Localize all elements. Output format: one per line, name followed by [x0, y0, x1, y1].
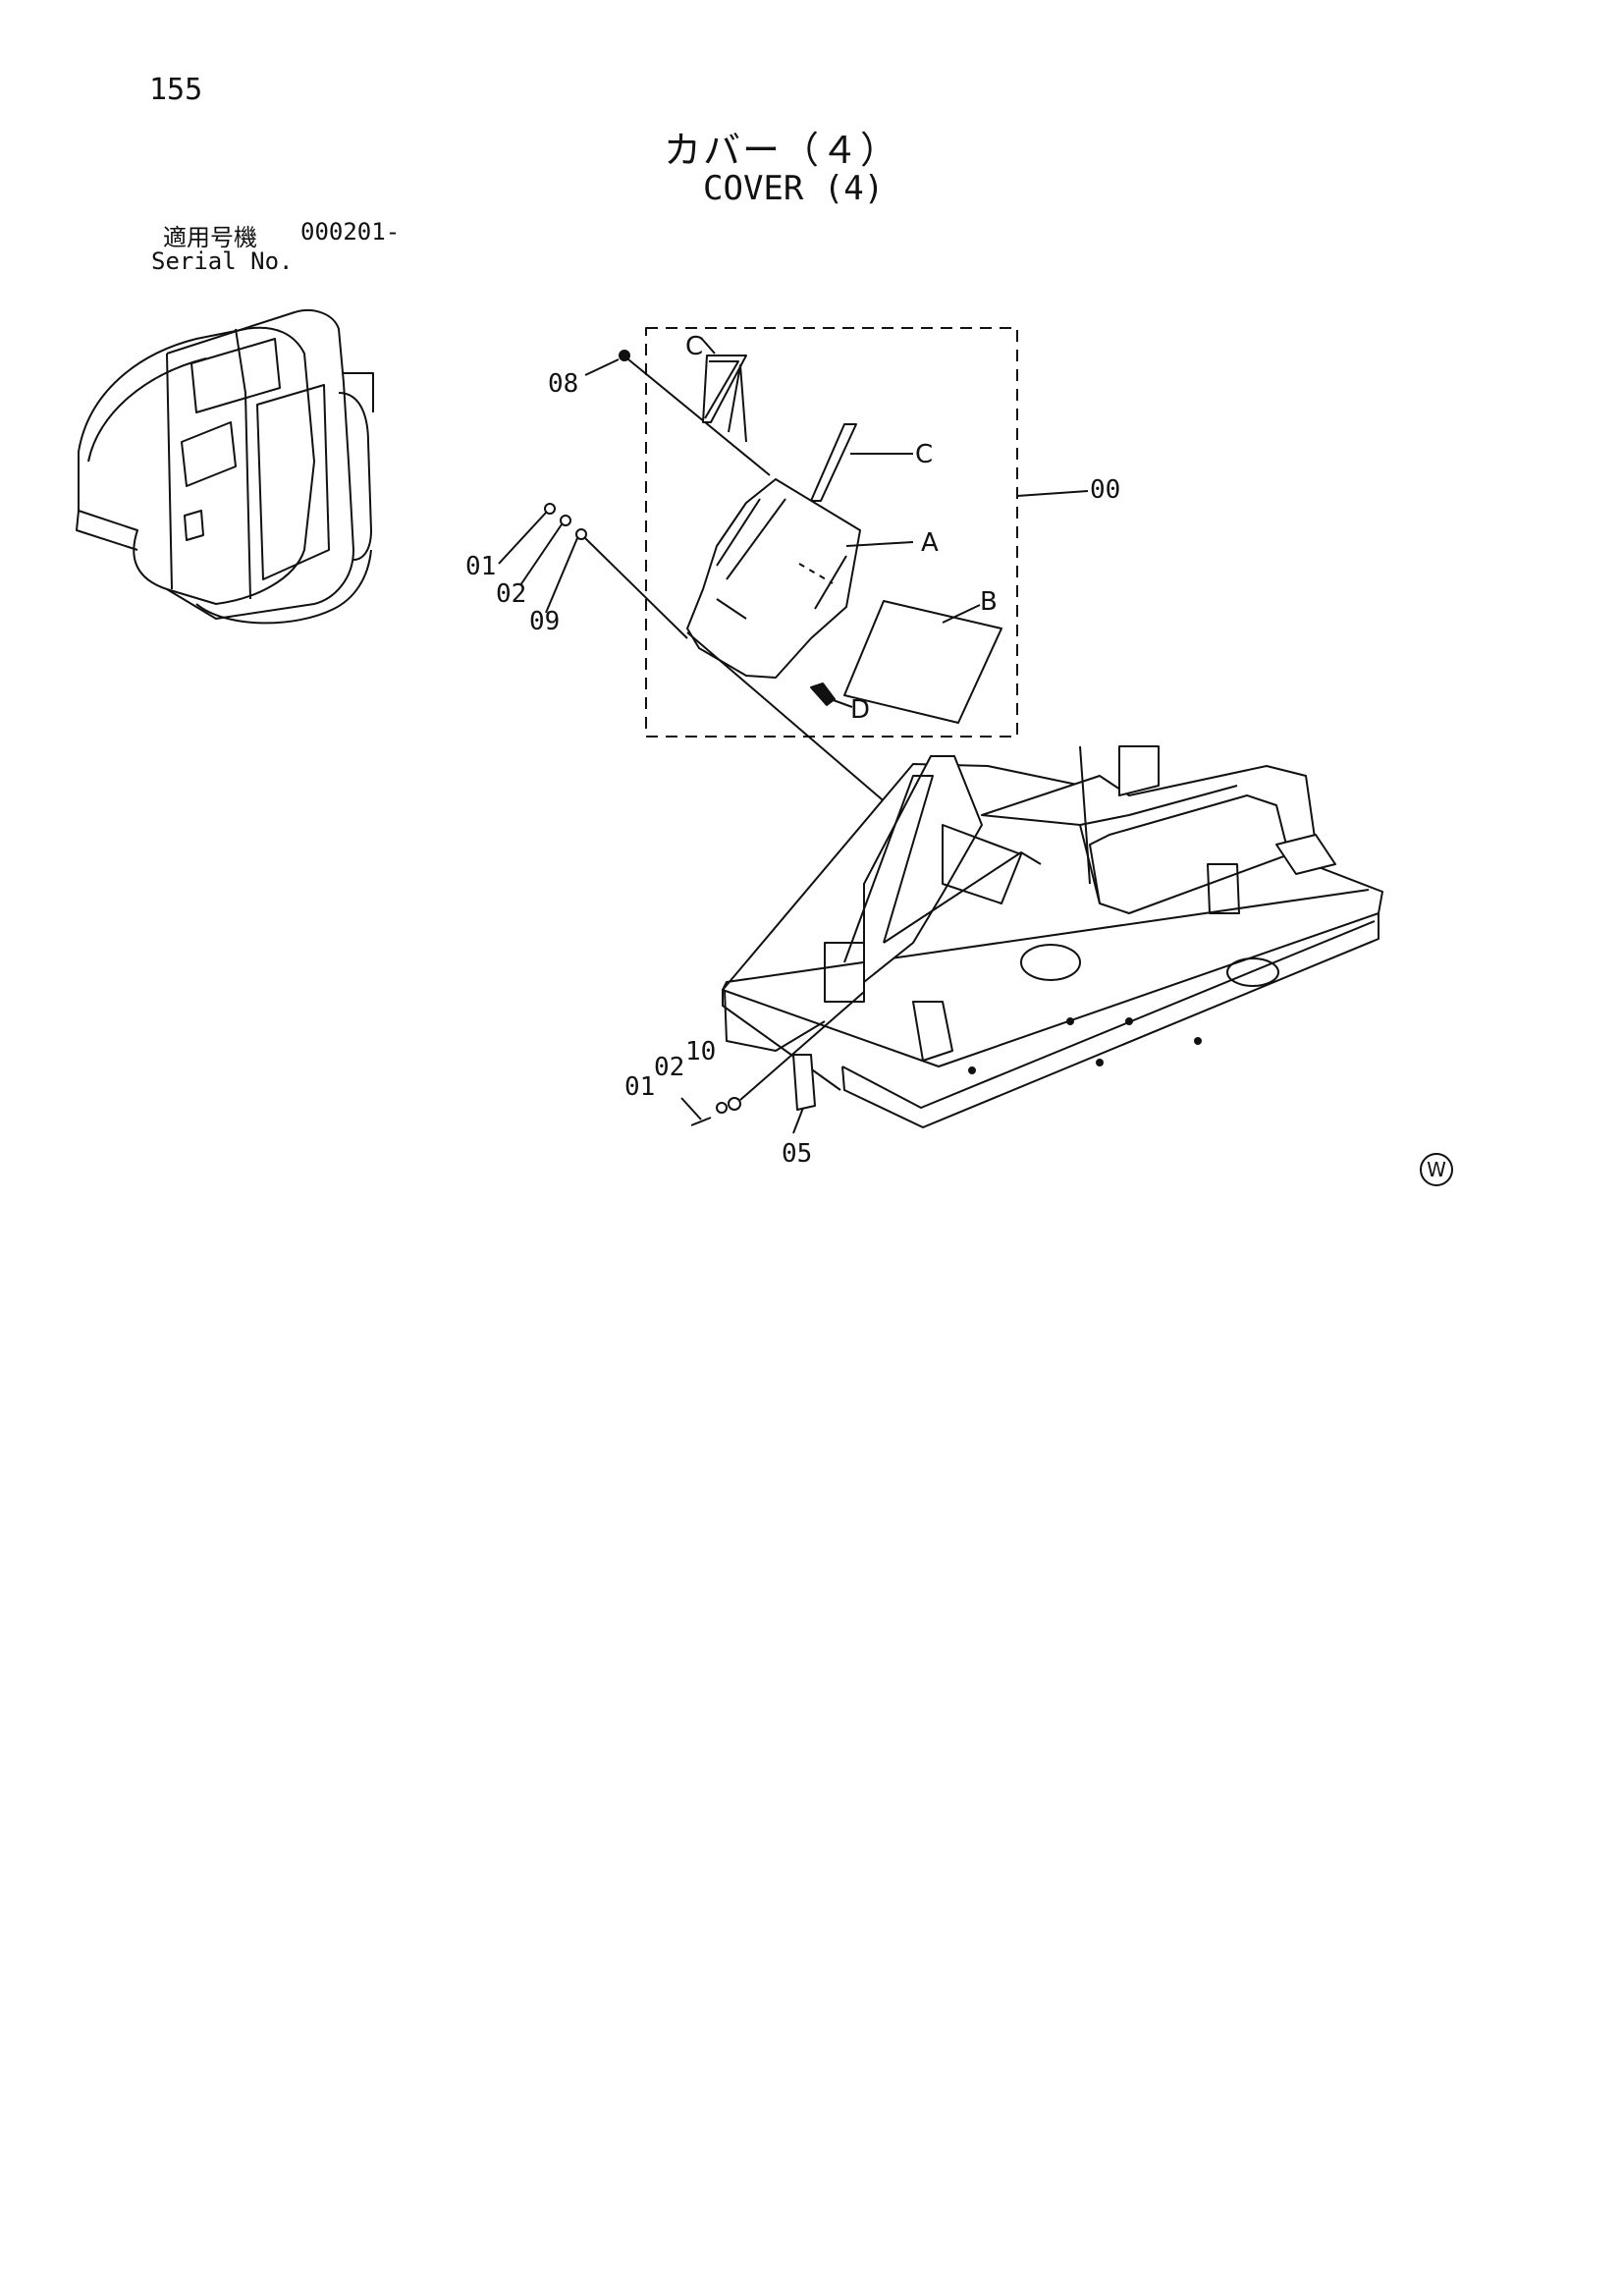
- serial-value: 000201-: [300, 218, 401, 246]
- fasteners-upper: [498, 503, 688, 639]
- page-number: 155: [149, 73, 203, 107]
- fasteners-lower: [680, 991, 865, 1126]
- callout-10: 10: [685, 1037, 717, 1066]
- title-english: COVER (4): [703, 169, 885, 208]
- serial-label-english: Serial No.: [151, 247, 294, 275]
- callout-00: 00: [1090, 475, 1121, 505]
- callout-08: 08: [548, 369, 579, 399]
- label-a: A: [921, 528, 939, 558]
- callout-09: 09: [529, 607, 561, 636]
- callout-02-lower: 02: [654, 1053, 685, 1082]
- title-japanese: カバー（４）: [664, 129, 900, 172]
- label-d: D: [850, 695, 871, 725]
- label-b: B: [980, 587, 998, 617]
- bolt-08: [584, 350, 771, 476]
- callout-01-upper: 01: [465, 552, 497, 581]
- revolving-frame: [722, 745, 1383, 1128]
- callout-02-upper: 02: [496, 579, 527, 609]
- assembly-box: [645, 327, 1018, 738]
- machine-thumbnail: [76, 309, 374, 625]
- label-c-upper: C: [685, 332, 704, 361]
- callout-05: 05: [782, 1139, 813, 1169]
- callout-01-lower: 01: [624, 1072, 656, 1102]
- w-mark: W: [1420, 1153, 1453, 1186]
- label-c-right: C: [915, 440, 934, 469]
- serial-label-japanese: 適用号機: [163, 224, 257, 251]
